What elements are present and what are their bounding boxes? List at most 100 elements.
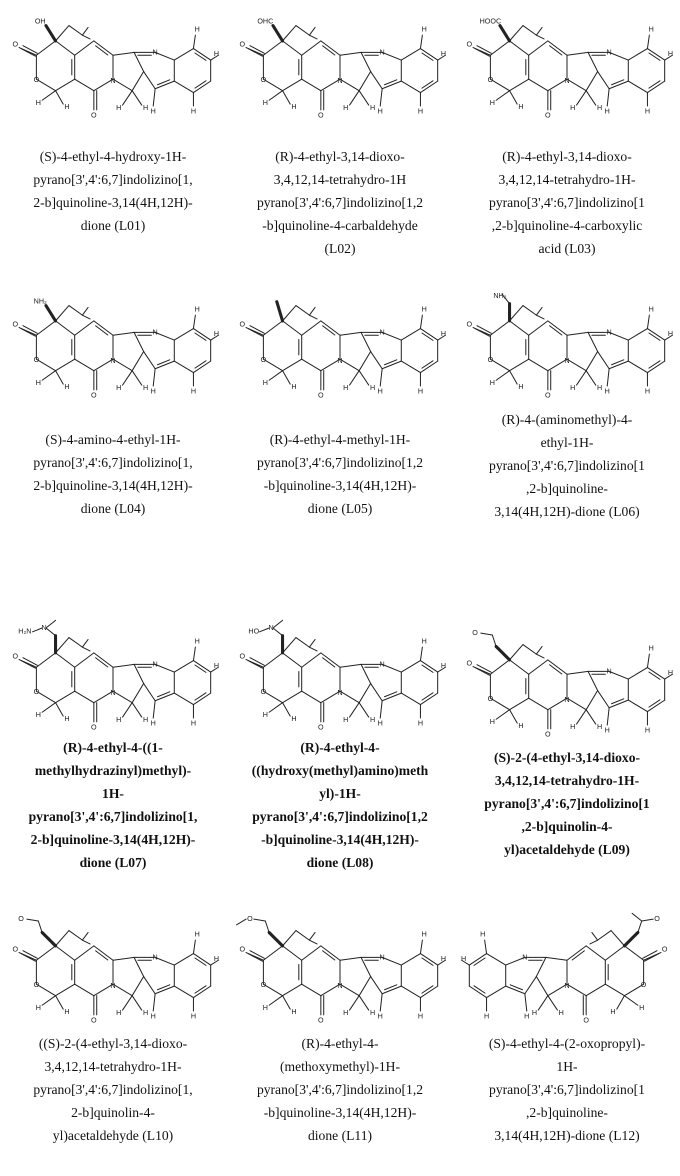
bond	[192, 692, 212, 706]
bond	[419, 34, 423, 50]
ring-oxygen-label: O	[488, 356, 494, 364]
bond	[358, 71, 372, 92]
ring-oxygen-label: O	[34, 981, 40, 989]
bond	[308, 939, 318, 945]
hydrogen-label: H	[378, 1013, 383, 1021]
hydrogen-label: H	[64, 383, 69, 391]
bond	[74, 945, 95, 961]
hydrogen-label: H	[143, 104, 148, 112]
double-bond	[157, 691, 171, 698]
hydrogen-label: H	[263, 99, 268, 107]
bond	[509, 40, 530, 56]
bond	[173, 48, 194, 61]
bond	[22, 45, 38, 54]
bond	[74, 690, 95, 704]
bond	[173, 660, 194, 673]
bond	[547, 320, 568, 336]
carbonyl-oxygen-label: O	[13, 321, 19, 329]
hydrogen-label: H	[116, 716, 121, 724]
carbonyl-oxygen-label: O	[467, 660, 473, 668]
hydrogen-label: H	[570, 723, 575, 731]
bond	[419, 939, 423, 955]
double-bond	[194, 360, 207, 369]
bond	[476, 664, 492, 673]
bond	[192, 314, 196, 330]
bond	[143, 683, 156, 702]
bond	[646, 653, 650, 669]
bond	[68, 637, 83, 648]
bond	[210, 959, 219, 966]
compound-name-l08: (R)-4-ethyl-4- ((hydroxy(methyl)amino)me…	[251, 740, 429, 870]
bond	[339, 663, 362, 668]
bond	[627, 667, 648, 680]
hydrogen-label: H	[422, 305, 427, 313]
quinoline-nitrogen-label: N	[607, 328, 612, 336]
double-bond	[648, 360, 661, 369]
carbonyl-oxygen-label: O	[240, 321, 246, 329]
bond	[576, 370, 587, 386]
hydrogen-label: H	[263, 711, 268, 719]
bond	[320, 320, 341, 336]
bond	[664, 54, 673, 61]
compound-name-l05: (R)-4-ethyl-4-methyl-1H- pyrano[3',4':6,…	[256, 432, 424, 516]
bond	[646, 667, 666, 680]
hydrogen-label: H	[291, 103, 296, 111]
wedge-bond	[271, 24, 285, 43]
bond	[358, 995, 370, 1011]
bond	[535, 306, 543, 316]
double-bond	[648, 80, 661, 89]
bond	[419, 953, 439, 966]
bond	[112, 331, 135, 336]
bond	[154, 331, 175, 341]
hydrazinyl-label: H₂N	[18, 628, 31, 636]
bond	[152, 993, 156, 1012]
bond	[301, 983, 322, 997]
bond	[295, 930, 310, 941]
bond	[547, 40, 568, 56]
bond	[173, 360, 194, 374]
aldehyde-oxygen-label: O	[472, 629, 478, 637]
bond	[349, 370, 360, 386]
bond	[45, 627, 57, 637]
bond	[262, 983, 284, 997]
hydrogen-label: H	[191, 720, 196, 728]
bond	[55, 945, 76, 961]
bond	[597, 71, 610, 90]
bond	[154, 692, 175, 702]
bond	[535, 26, 543, 36]
bond	[358, 702, 370, 718]
bond	[55, 358, 76, 372]
ring-oxygen-label: O	[34, 688, 40, 696]
bond	[400, 328, 421, 341]
nitrogen-label: N	[110, 357, 115, 365]
bond	[646, 80, 666, 94]
bond	[253, 918, 266, 922]
bond	[282, 983, 303, 997]
bond	[537, 995, 549, 1011]
hydrogen-label: H	[64, 715, 69, 723]
bond	[35, 320, 57, 336]
bond	[93, 690, 114, 704]
bond	[93, 78, 114, 92]
bond	[524, 976, 537, 995]
bond	[122, 370, 133, 386]
hydrogen-label: H	[291, 383, 296, 391]
bond	[112, 983, 133, 997]
hydrogen-label: H	[490, 718, 495, 726]
bond	[320, 983, 341, 997]
bond	[437, 54, 446, 61]
carbonyl-oxygen-label: O	[662, 946, 668, 954]
hydrogen-label: H	[195, 25, 200, 33]
bond	[320, 358, 341, 372]
hydrogen-label: H	[116, 384, 121, 392]
bond	[379, 368, 383, 387]
bond	[247, 660, 263, 669]
bond	[112, 51, 135, 56]
hydrogen-label: H	[214, 662, 219, 670]
